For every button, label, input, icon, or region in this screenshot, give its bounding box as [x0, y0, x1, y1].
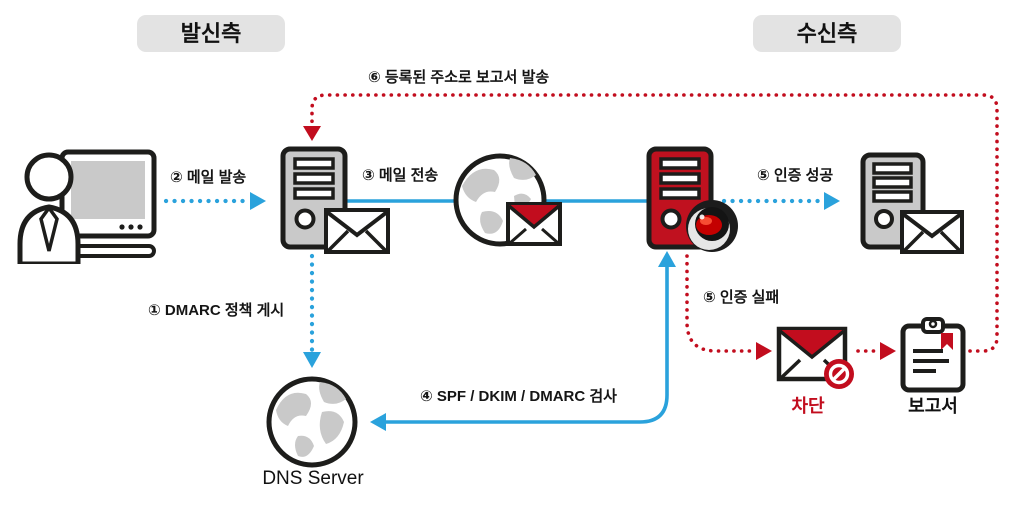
label-step5-success: ⑤ 인증 성공	[757, 167, 834, 184]
arrowhead-step6-down	[303, 126, 321, 141]
arrowhead-step2-right	[250, 192, 266, 210]
dns-server-label: DNS Server	[262, 468, 364, 489]
envelope-icon	[900, 210, 964, 254]
path-step6-report-loop	[310, 93, 999, 353]
destination-server-icon	[860, 152, 966, 256]
label-step1: ① DMARC 정책 게시	[148, 302, 285, 319]
person-tie	[39, 205, 59, 252]
arrowhead-step1-down	[303, 352, 321, 368]
arrowhead-step4-up	[658, 251, 676, 267]
label-step4: ④ SPF / DKIM / DMARC 검사	[420, 388, 617, 405]
report-clipboard-icon	[896, 316, 970, 396]
sender-mail-server-icon	[280, 146, 394, 256]
prohibition-icon	[824, 359, 854, 389]
receiver-side-header: 수신측	[753, 15, 901, 52]
sender-side-header: 발신측	[137, 15, 285, 52]
blocked-label: 차단	[791, 396, 825, 416]
label-step6: ⑥ 등록된 주소로 보고서 발송	[368, 69, 550, 86]
monitor-screen	[71, 161, 145, 219]
globe-continents	[276, 382, 346, 457]
arrowhead-report-right	[880, 342, 896, 360]
arrowhead-step5-right	[824, 192, 840, 210]
sender-user-icon	[16, 146, 158, 264]
receiving-server-icon	[646, 146, 764, 258]
report-label: 보고서	[908, 396, 958, 416]
envelope-icon	[324, 208, 390, 254]
bookmark-ribbon	[941, 333, 953, 350]
label-step3: ③ 메일 전송	[362, 167, 439, 184]
arrowhead-step4-left	[370, 413, 386, 431]
person-head	[24, 152, 74, 202]
keyboard-shape	[72, 244, 156, 258]
label-step5-fail: ⑤ 인증 실패	[703, 289, 780, 306]
dns-server-icon	[264, 374, 360, 470]
arrowhead-fail-right	[756, 342, 772, 360]
label-step2: ② 메일 발송	[170, 169, 247, 186]
red-envelope-icon	[506, 202, 562, 246]
inspection-lens-icon	[686, 200, 738, 252]
internet-globe-icon	[452, 152, 564, 254]
blocked-mail-icon	[776, 326, 860, 392]
path-step4-check	[386, 266, 669, 424]
